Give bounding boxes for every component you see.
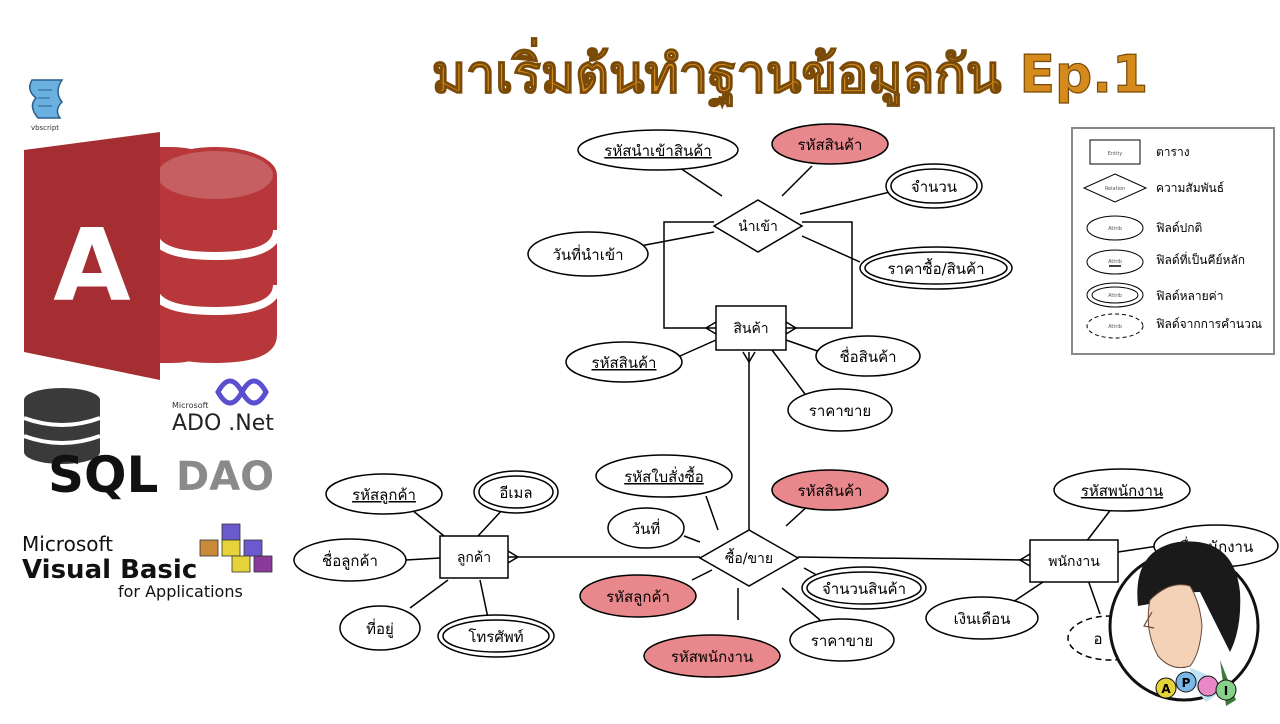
legend-derived-sample: Attrib [1108,324,1122,330]
attr-order-qty-label: จำนวนสินค้า [822,580,906,598]
legend-multivalued-sample: Attrib [1108,293,1122,299]
legend-table-label: ตาราง [1156,145,1190,159]
attr-customer-address-label: ที่อยู่ [366,618,394,638]
entity-customer: ลูกค้า [440,536,508,578]
legend-relationship-label: ความสัมพันธ์ [1156,181,1224,195]
vba-microsoft-label: Microsoft [22,532,113,556]
attr-product-name-label: ชื่อสินค้า [839,346,896,366]
attr-import-product-id-label: รหัสสินค้า [798,136,863,154]
attr-customer-email: อีเมล [474,471,558,513]
attr-import-qty-label: จำนวน [911,178,957,196]
attr-employee-salary: เงินเดือน [926,597,1038,639]
attr-import-id-label: รหัสนำเข้าสินค้า [604,142,711,160]
attr-order-price: ราคาขาย [790,619,894,661]
attr-order-price-label: ราคาขาย [811,632,873,650]
relationship-buy-sell: ซื้อ/ขาย [700,530,798,586]
legend-attribute-sample: Attrib [1108,226,1122,232]
legend-derived-label: ฟิลด์จากการคำนวณ [1156,317,1262,331]
vba-logo: Microsoft Visual Basic for Applications [22,524,272,601]
legend-multivalued-label: ฟิลด์หลายค่า [1156,289,1223,303]
attr-order-date-label: วันที่ [632,518,661,538]
legend-attribute-label: ฟิลด์ปกติ [1156,221,1202,235]
attr-import-price-label: ราคาซื้อ/สินค้า [887,258,984,278]
attr-import-date-label: วันที่นำเข้า [552,244,623,264]
ado-net-label: ADO .Net [172,411,274,436]
attr-import-product-id: รหัสสินค้า [772,124,888,164]
relationship-import-label: นำเข้า [738,219,778,235]
attr-order-product-id-label: รหัสสินค้า [798,482,863,500]
attr-employee-id: รหัสพนักงาน [1054,469,1190,511]
attr-customer-phone: โทรศัพท์ [438,615,554,657]
entity-product: สินค้า [716,306,786,350]
attr-product-price-label: ราคาขาย [809,402,871,420]
attr-import-date: วันที่นำเข้า [528,232,648,276]
legend: Entity ตาราง Relation ความสัมพันธ์ Attri… [1072,128,1274,354]
legend-key-attribute-sample: Attrib [1108,259,1122,265]
legend-table-sample: Entity [1108,151,1123,157]
attr-order-id-label: รหัสใบสั่งซื้อ [624,466,704,486]
api-letter-i: I [1224,684,1228,698]
attr-order-id: รหัสใบสั่งซื้อ [596,455,732,497]
attr-employee-id-label: รหัสพนักงาน [1081,482,1163,500]
attr-customer-email-label: อีเมล [499,484,532,502]
attr-order-qty: จำนวนสินค้า [802,567,926,609]
attr-customer-address: ที่อยู่ [340,606,420,650]
page-title: มาเริ่มต้นทำฐานข้อมูลกัน Ep.1 [432,38,1148,108]
relationship-buy-sell-label: ซื้อ/ขาย [725,548,773,567]
dao-label: DAO [176,454,274,500]
legend-key-attribute-label: ฟิลด์ที่เป็นคีย์หลัก [1156,251,1245,267]
attr-order-employee-id: รหัสพนักงาน [644,635,780,677]
relationship-import: นำเข้า [714,200,802,252]
vba-visual-basic-label: Visual Basic [22,555,197,585]
attr-product-id-label: รหัสสินค้า [592,354,657,372]
attr-order-date: วันที่ [608,508,684,548]
entity-customer-label: ลูกค้า [457,550,491,566]
api-letter-a: A [1161,682,1171,696]
entity-product-label: สินค้า [733,321,768,337]
attr-customer-id-label: รหัสลูกค้า [352,486,416,504]
access-letter: A [53,207,130,324]
attr-import-price: ราคาซื้อ/สินค้า [860,247,1012,289]
vbscript-label: vbscript [31,124,59,132]
attr-customer-phone-label: โทรศัพท์ [468,628,523,646]
attr-product-name: ชื่อสินค้า [816,336,920,376]
attr-import-id: รหัสนำเข้าสินค้า [578,130,738,170]
attr-customer-name-label: ชื่อลูกค้า [322,550,378,570]
attr-import-qty: จำนวน [886,164,982,208]
attr-product-id: รหัสสินค้า [566,342,682,382]
attr-order-customer-id-label: รหัสลูกค้า [606,588,670,606]
attr-order-customer-id: รหัสลูกค้า [580,575,696,617]
api-letter-p: P [1182,676,1191,690]
entity-employee: พนักงาน [1030,540,1118,582]
ado-net-logo: Microsoft ADO .Net [172,381,274,436]
attr-customer-id: รหัสลูกค้า [326,474,442,514]
sql-label: SQL [48,446,158,504]
access-logo: A [24,132,277,380]
attr-order-product-id: รหัสสินค้า [772,470,888,510]
attr-customer-name: ชื่อลูกค้า [294,539,406,581]
ado-microsoft-label: Microsoft [172,401,208,410]
attr-employee-derived-label: อ [1093,630,1102,648]
vba-for-applications-label: for Applications [118,582,243,601]
vbscript-logo: vbscript [30,80,62,132]
entity-employee-label: พนักงาน [1048,554,1100,570]
attr-order-employee-id-label: รหัสพนักงาน [671,648,753,666]
attr-product-price: ราคาขาย [788,389,892,431]
legend-relationship-sample: Relation [1105,186,1125,192]
attr-employee-salary-label: เงินเดือน [954,610,1011,628]
